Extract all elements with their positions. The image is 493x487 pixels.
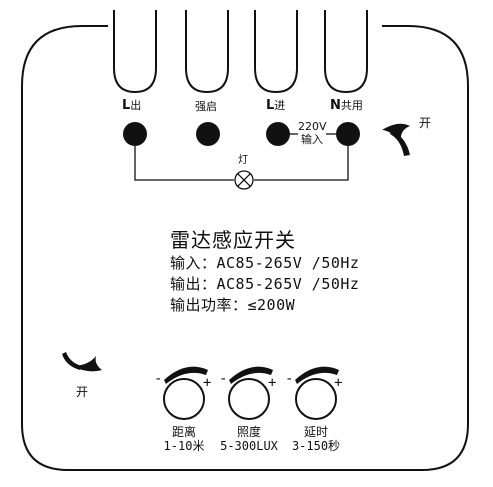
terminal-sub: 强启 [195, 100, 217, 113]
knob-dial [295, 378, 337, 420]
screw-terminals [123, 122, 360, 146]
terminal-screw-l-out [123, 122, 147, 146]
open-arrow-left-icon [62, 352, 102, 372]
slot-3 [254, 10, 298, 94]
knob-brightness-plus: + [268, 375, 277, 391]
knob-brightness-name: 照度 [236, 425, 261, 439]
lamp-label: 灯 [238, 155, 248, 166]
knob-arc [229, 366, 273, 384]
spec-input: 输入：AC85-265V /50Hz [170, 254, 360, 272]
lamp-symbol [234, 170, 254, 190]
open-label-left: 开 [76, 385, 89, 399]
knob-arc [295, 366, 339, 384]
terminal-label-l-out: L出 [122, 99, 141, 112]
terminal-screw-n [336, 122, 360, 146]
knob-delay-range: 3-150秒 [291, 439, 341, 453]
voltage-value: 220V [298, 120, 327, 133]
slot-2 [185, 10, 229, 94]
knob-dial [228, 378, 270, 420]
terminal-sub: 共用 [340, 99, 363, 112]
knob-delay-name: 延时 [303, 425, 328, 439]
terminal-label-n: N共用 [330, 99, 363, 112]
terminal-label-l-in: L进 [266, 99, 285, 112]
terminal-label-force-on: 强启 [195, 101, 217, 112]
terminal-letter: L [266, 98, 275, 113]
open-label-right: 开 [419, 116, 432, 130]
terminal-letter: N [330, 98, 341, 113]
terminal-sub: 出 [130, 99, 142, 112]
wiring [134, 133, 349, 181]
knob-dial [163, 378, 205, 420]
panel-outline [21, 25, 469, 471]
product-title: 雷达感应开关 [170, 228, 296, 252]
knob-brightness [228, 366, 273, 420]
knob-distance-plus: + [203, 375, 212, 391]
spec-output: 输出：AC85-265V /50Hz [170, 275, 360, 293]
open-arrow-right-icon [382, 123, 410, 156]
knob-delay-plus: + [334, 375, 343, 391]
knob-distance-range: 1-10米 [163, 439, 205, 453]
spec-power: 输出功率：≤200W [170, 296, 296, 314]
knob-distance [163, 366, 208, 420]
knob-distance-minus: - [154, 371, 163, 387]
wire-lamp-left [134, 146, 234, 181]
knob-brightness-minus: - [219, 371, 228, 387]
knob-delay-minus: - [285, 371, 294, 387]
terminal-screw-force-on [196, 122, 220, 146]
voltage-caption: 输入 [301, 133, 323, 146]
slot-1 [113, 10, 157, 94]
slot-4 [324, 10, 368, 94]
knob-delay [295, 366, 339, 420]
knob-arc [164, 366, 208, 384]
knob-brightness-range: 5-300LUX [220, 439, 278, 453]
wire-lamp-right [254, 146, 349, 181]
knob-distance-name: 距离 [171, 425, 196, 439]
terminal-sub: 进 [274, 99, 286, 112]
terminal-letter: L [122, 98, 131, 113]
terminal-slots [113, 10, 368, 94]
terminal-screw-l-in [266, 122, 290, 146]
